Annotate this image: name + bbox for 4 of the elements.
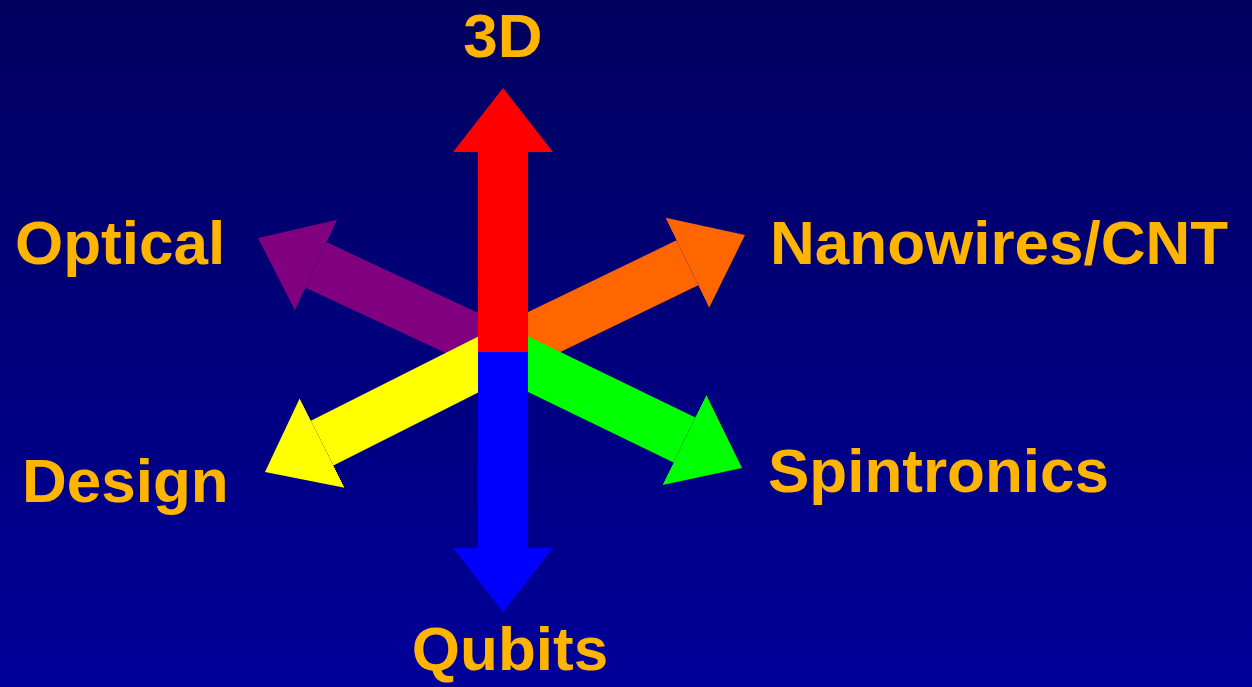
direction-label: Nanowires/CNT [770,212,1229,274]
direction-label: 3D [463,5,543,67]
arrow [453,352,553,612]
arrow [453,88,553,352]
